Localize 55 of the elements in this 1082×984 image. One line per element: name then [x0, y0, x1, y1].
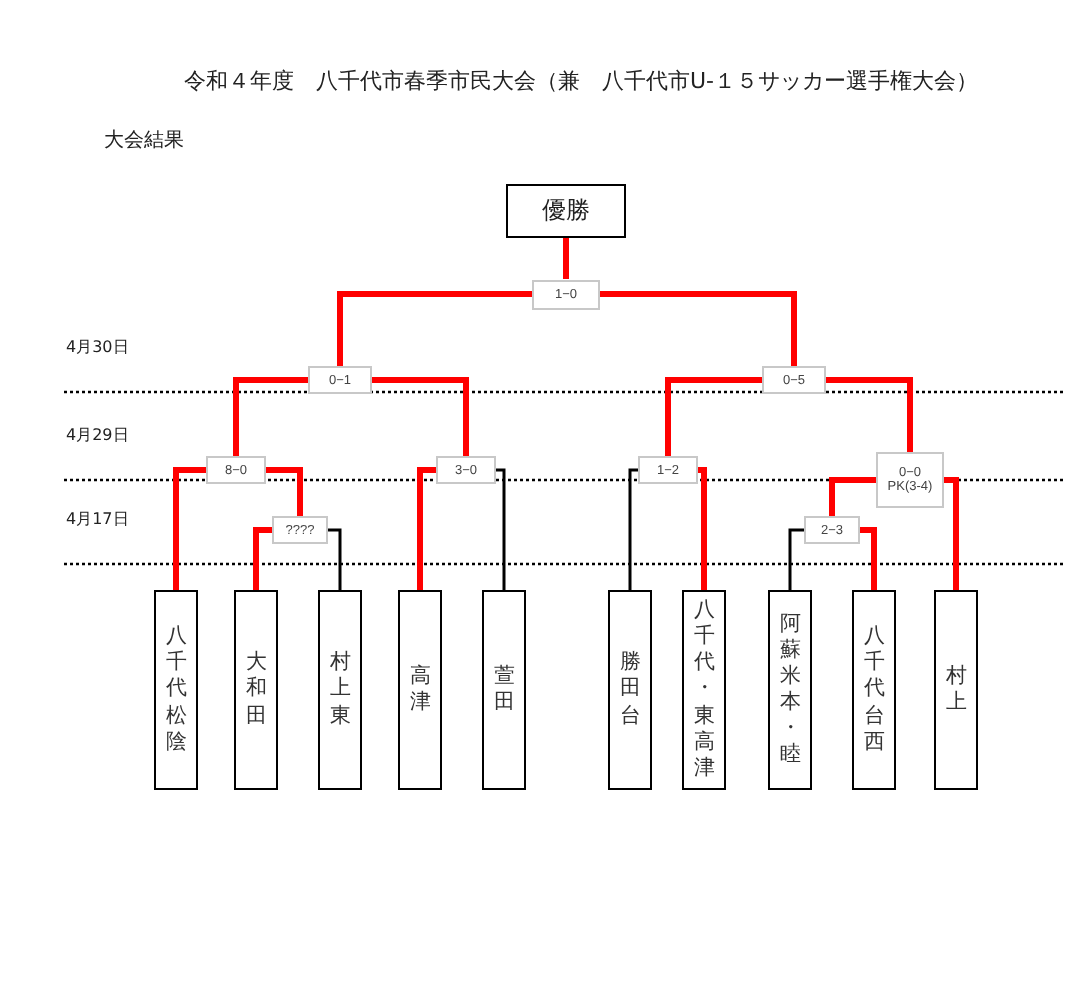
heading: 大会結果 — [104, 127, 184, 154]
bracket-line — [253, 527, 272, 590]
bracket-line — [233, 377, 308, 456]
score-box — [532, 279, 600, 309]
team-box — [768, 590, 812, 790]
team-name: 八千代・東高津 — [693, 598, 715, 782]
bracket-line — [944, 477, 959, 590]
score-box — [638, 456, 698, 484]
bracket-line — [860, 527, 877, 590]
score-box — [876, 452, 944, 508]
score-box — [804, 516, 860, 544]
team-name: 大和田 — [245, 650, 267, 730]
bracket-line — [600, 291, 797, 366]
team-name: 村上 — [945, 663, 967, 717]
bracket-line — [788, 528, 804, 590]
bracket-line — [372, 377, 469, 456]
score-box — [206, 456, 266, 484]
bracket-line — [337, 291, 532, 366]
team-box — [398, 590, 442, 790]
team-box — [608, 590, 652, 790]
bracket-line — [563, 237, 569, 279]
team-name: 八千代松陰 — [165, 624, 187, 756]
bracket-line — [328, 528, 342, 590]
date-label: 4月30日 — [66, 336, 129, 358]
team-name: 村上東 — [329, 650, 351, 730]
team-box — [934, 590, 978, 790]
team-name: 萱田 — [493, 663, 515, 717]
bracket-line — [826, 377, 913, 452]
bracket-line — [829, 477, 876, 516]
title: 令和４年度 八千代市春季市民大会（兼 八千代市U-１５サッカー選手権大会） — [181, 66, 981, 96]
team-box — [318, 590, 362, 790]
team-box — [852, 590, 896, 790]
bracket-line — [173, 467, 206, 590]
bracket-line — [496, 468, 506, 590]
team-box — [154, 590, 198, 790]
date-label: 4月17日 — [66, 508, 129, 530]
champion-box — [506, 183, 626, 237]
team-name: 阿蘇米本・睦 — [779, 611, 801, 769]
team-box — [482, 590, 526, 790]
bracket-line — [266, 467, 303, 516]
team-name: 八千代台西 — [863, 624, 885, 756]
team-name: 高津 — [409, 663, 431, 717]
score-box — [272, 516, 328, 544]
score-box — [308, 366, 372, 394]
team-name: 勝田台 — [619, 650, 641, 730]
date-label: 4月29日 — [66, 424, 129, 446]
champion-label: 優勝 — [542, 193, 590, 227]
score-box — [436, 456, 496, 484]
bracket-line — [628, 468, 638, 590]
bracket-line — [698, 467, 707, 590]
bracket-line — [417, 467, 436, 590]
team-box — [682, 590, 726, 790]
bracket-line — [665, 377, 762, 456]
score-box — [762, 366, 826, 394]
team-box — [234, 590, 278, 790]
